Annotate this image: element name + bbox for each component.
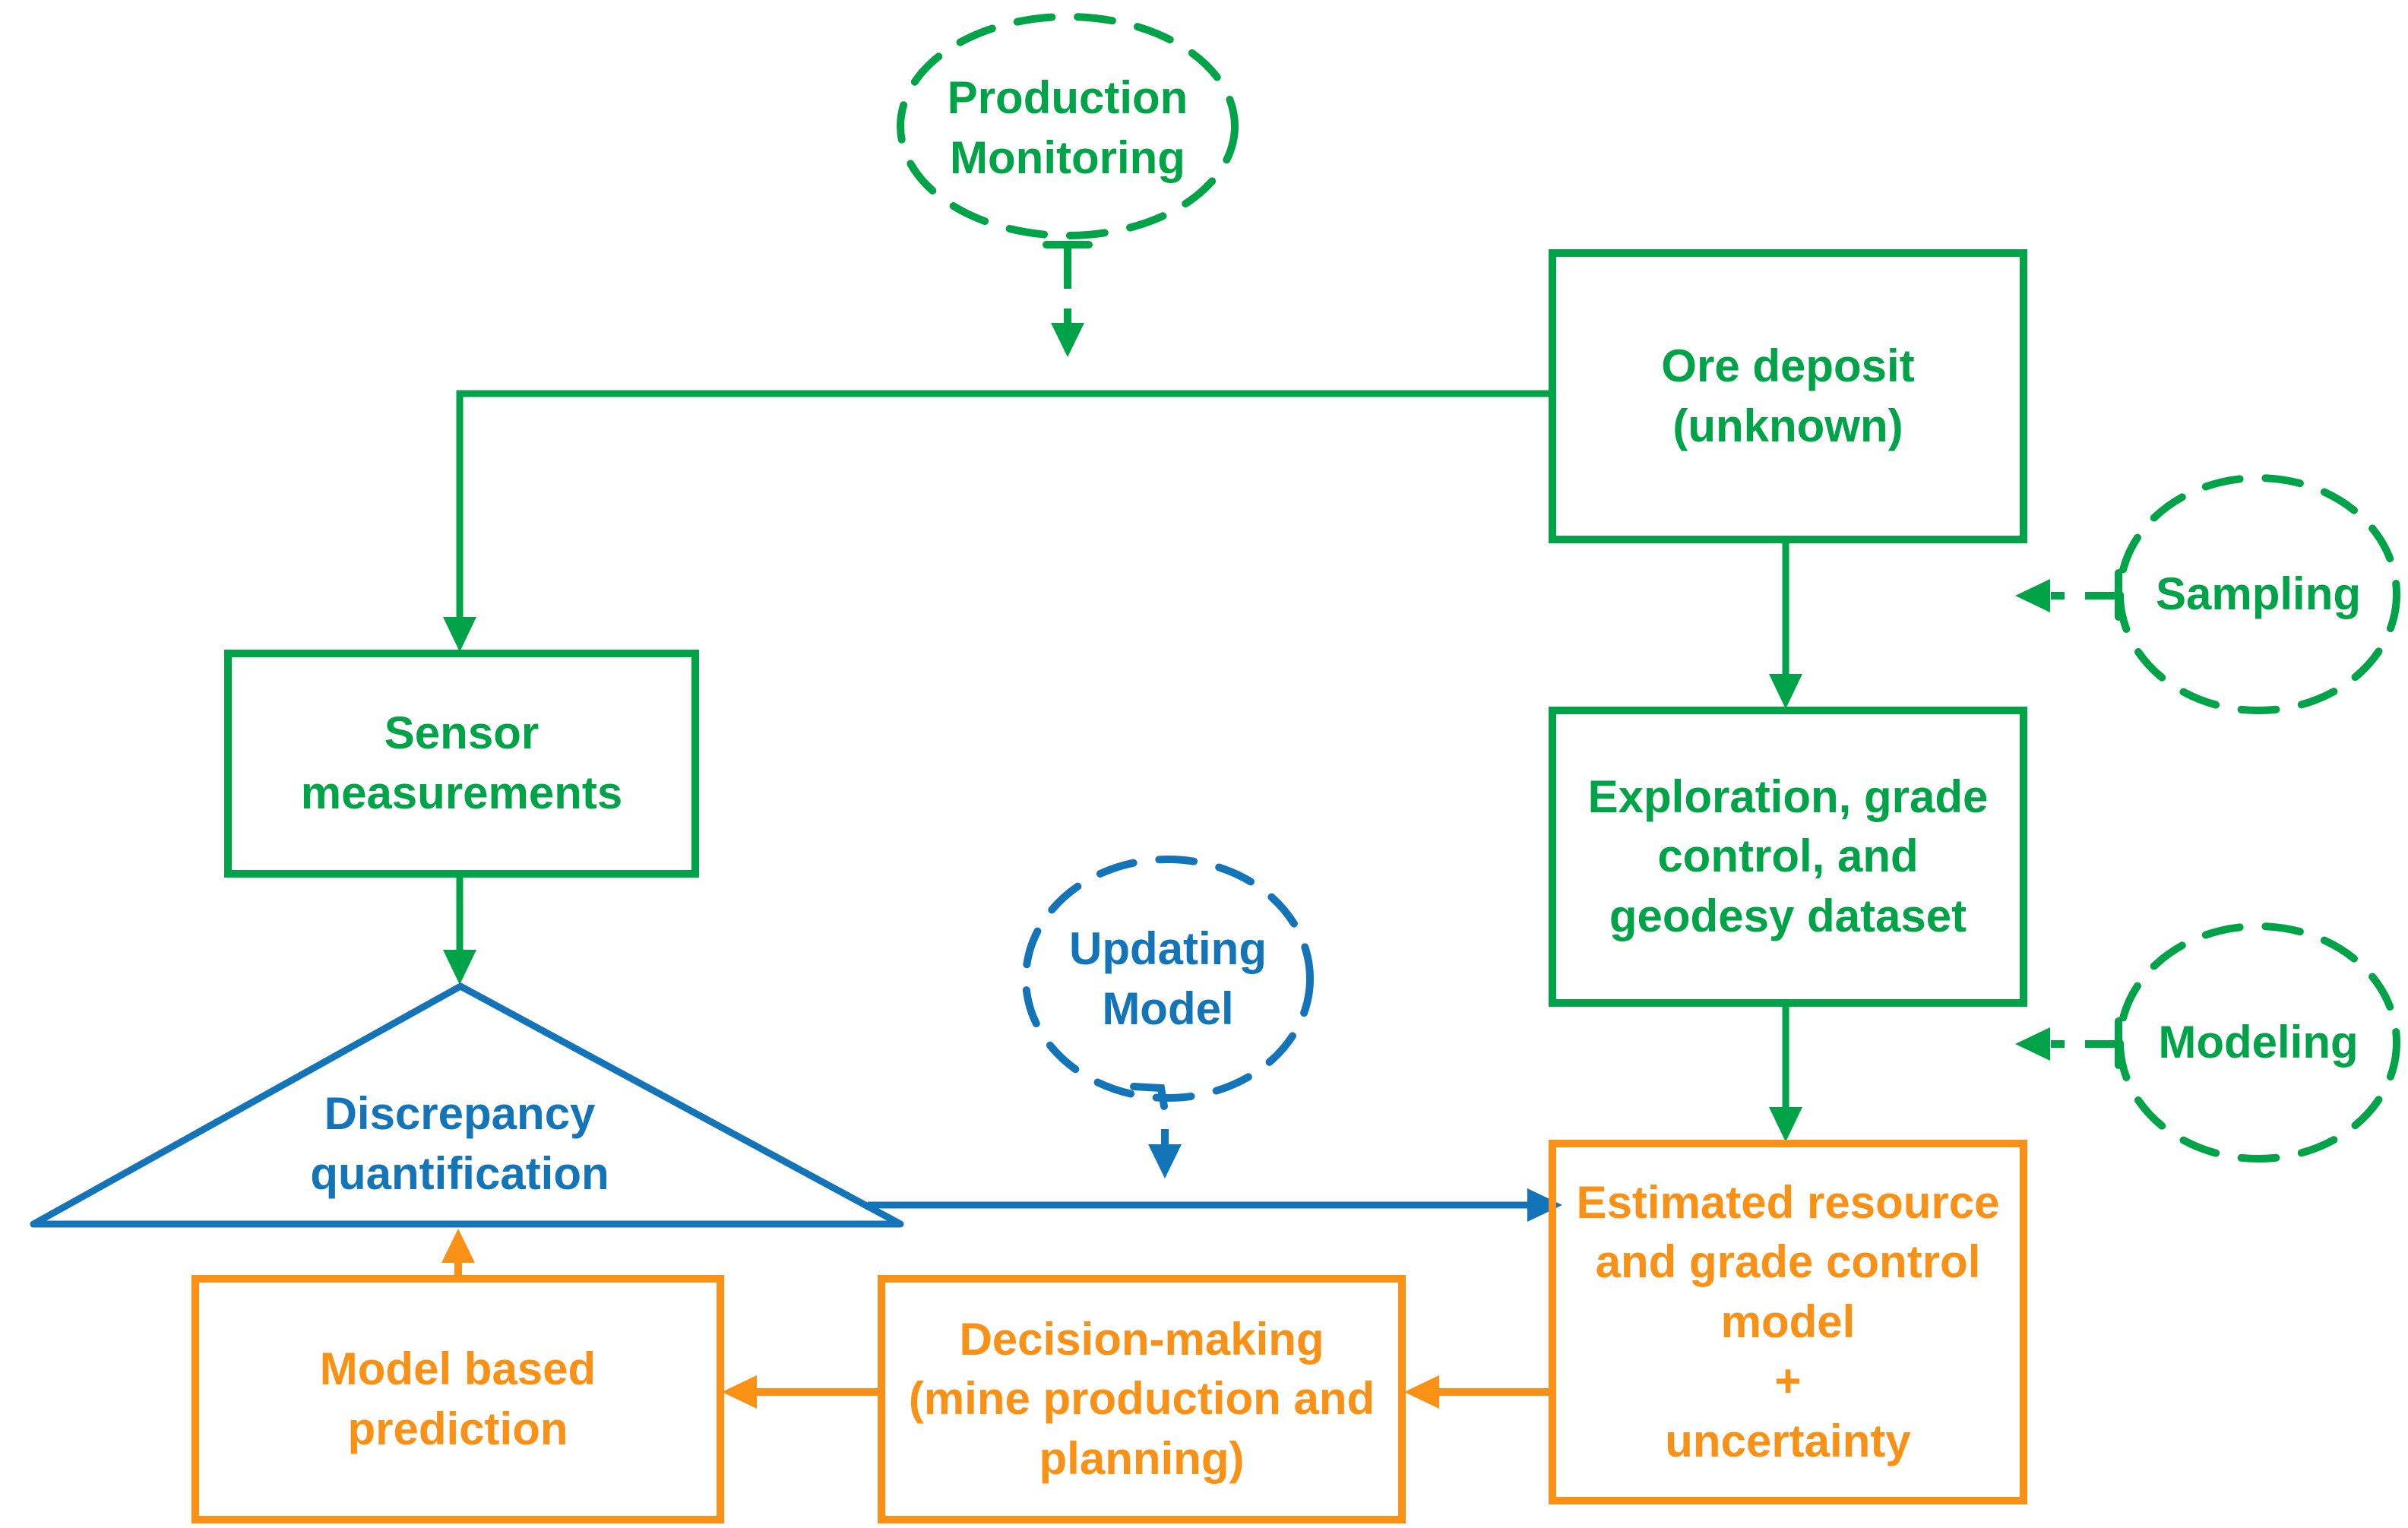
sampling-ellipse — [2116, 474, 2400, 714]
arrowhead-into-discrepancy-apex — [443, 950, 476, 985]
arrowhead-into-estimated-left — [1527, 1188, 1562, 1222]
ore-deposit-box — [1549, 249, 2027, 543]
production-monitoring-ellipse — [897, 13, 1239, 239]
arrowhead-into-decision — [1404, 1375, 1439, 1409]
discrepancy-triangle — [30, 982, 904, 1228]
exploration-dataset-box — [1549, 707, 2027, 1007]
arrowhead-into-exploration — [1769, 674, 1802, 709]
model-based-prediction-box — [191, 1275, 724, 1523]
arrowhead-into-sensor — [443, 617, 476, 652]
arrowhead-into-estimated — [1769, 1107, 1802, 1142]
updating-model-ellipse — [1022, 856, 1314, 1102]
sensor-measurements-box — [224, 650, 699, 878]
updating-model-dashed-arrow — [1130, 1083, 1182, 1178]
arrowhead-into-discrepancy-base — [441, 1229, 475, 1263]
decision-making-box — [878, 1275, 1406, 1523]
production-monitoring-dashed-arrow — [1043, 241, 1093, 357]
arrowhead-into-model-based — [722, 1375, 757, 1409]
modeling-ellipse — [2116, 922, 2400, 1163]
estimated-model-box — [1549, 1140, 2027, 1504]
modeling-dashed-arrow — [2015, 1017, 2122, 1069]
edge-ore-deposit-to-sensor — [456, 390, 1552, 622]
sampling-dashed-arrow — [2015, 569, 2122, 621]
